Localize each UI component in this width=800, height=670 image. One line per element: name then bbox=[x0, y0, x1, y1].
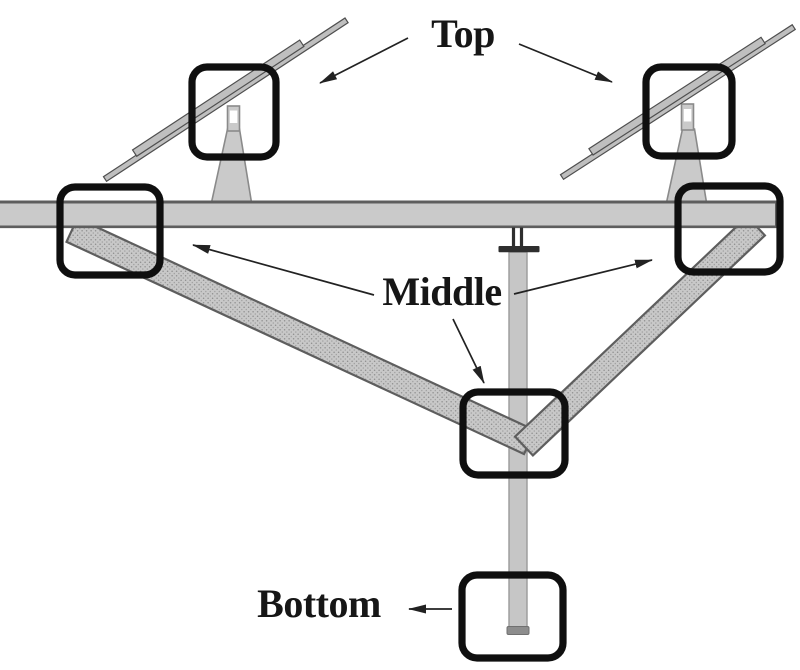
highlight-box-top-right bbox=[642, 63, 736, 160]
highlight-box-top-left bbox=[188, 63, 280, 161]
clamp-notch bbox=[229, 110, 238, 123]
arrow-middle-to-left-joint bbox=[192, 244, 375, 296]
pole-end-cap bbox=[506, 626, 530, 635]
highlight-box-beam-right bbox=[674, 182, 784, 276]
arrow-middle-to-right-joint bbox=[513, 259, 653, 295]
label-middle: Middle bbox=[382, 269, 501, 314]
left-brace bbox=[65, 216, 537, 456]
highlight-box-beam-left bbox=[56, 183, 164, 279]
beam bbox=[0, 200, 781, 229]
highlight-box-bottom bbox=[458, 571, 567, 662]
arrow-top-to-right-clamp bbox=[518, 43, 613, 83]
label-top: Top bbox=[431, 11, 495, 56]
arrow-middle-to-v-joint bbox=[452, 318, 485, 384]
clamp-notch bbox=[683, 109, 692, 122]
label-bottom: Bottom bbox=[257, 581, 381, 626]
right-brace bbox=[513, 215, 767, 457]
arrow-top-to-left-clamp bbox=[319, 37, 409, 84]
hanger-bracket bbox=[498, 227, 540, 253]
highlight-box-v-joint bbox=[459, 388, 569, 479]
